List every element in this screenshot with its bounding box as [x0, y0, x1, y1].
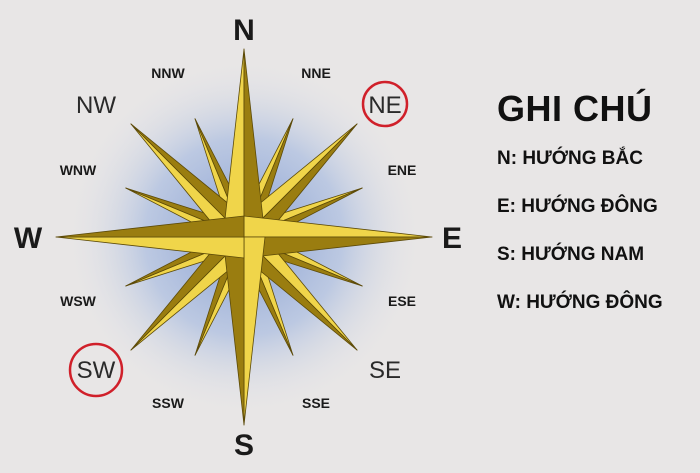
label-e: E — [442, 222, 462, 255]
label-sw: SW — [77, 357, 116, 384]
star-ray-w — [55, 215, 245, 259]
highlight-ring-sw — [68, 342, 124, 398]
label-w: W — [14, 222, 43, 255]
label-ssw: SSW — [152, 395, 185, 411]
label-wsw: WSW — [60, 293, 97, 309]
star-ray-e — [243, 215, 433, 259]
label-ne: NE — [368, 92, 401, 119]
compass-star — [55, 48, 433, 426]
label-s: S — [234, 429, 254, 462]
legend-title: GHI CHÚ — [497, 88, 653, 129]
label-nne: NNE — [301, 65, 331, 81]
label-sse: SSE — [302, 395, 330, 411]
label-ese: ESE — [388, 293, 416, 309]
compass-rose-diagram: N E S W NE SE SW NW NNW NNE WNW ENE WSW … — [14, 14, 462, 462]
legend-panel: GHI CHÚ N: HƯỚNG BẮC E: HƯỚNG ĐÔNG S: HƯ… — [497, 88, 697, 340]
legend-item-east: E: HƯỚNG ĐÔNG — [497, 196, 658, 217]
label-nw: NW — [76, 92, 116, 119]
label-n: N — [233, 14, 255, 47]
legend-item-south: S: HƯỚNG NAM — [497, 244, 645, 265]
label-se: SE — [369, 357, 401, 384]
legend-item-west: W: HƯỚNG ĐÔNG — [497, 292, 663, 313]
label-ene: ENE — [388, 162, 417, 178]
legend-item-north: N: HƯỚNG BẮC — [497, 148, 643, 169]
label-nnw: NNW — [151, 65, 185, 81]
highlight-ring-ne — [361, 80, 409, 128]
ray-face-dark — [55, 215, 245, 238]
star-ray-s — [222, 236, 266, 426]
label-wnw: WNW — [60, 162, 97, 178]
